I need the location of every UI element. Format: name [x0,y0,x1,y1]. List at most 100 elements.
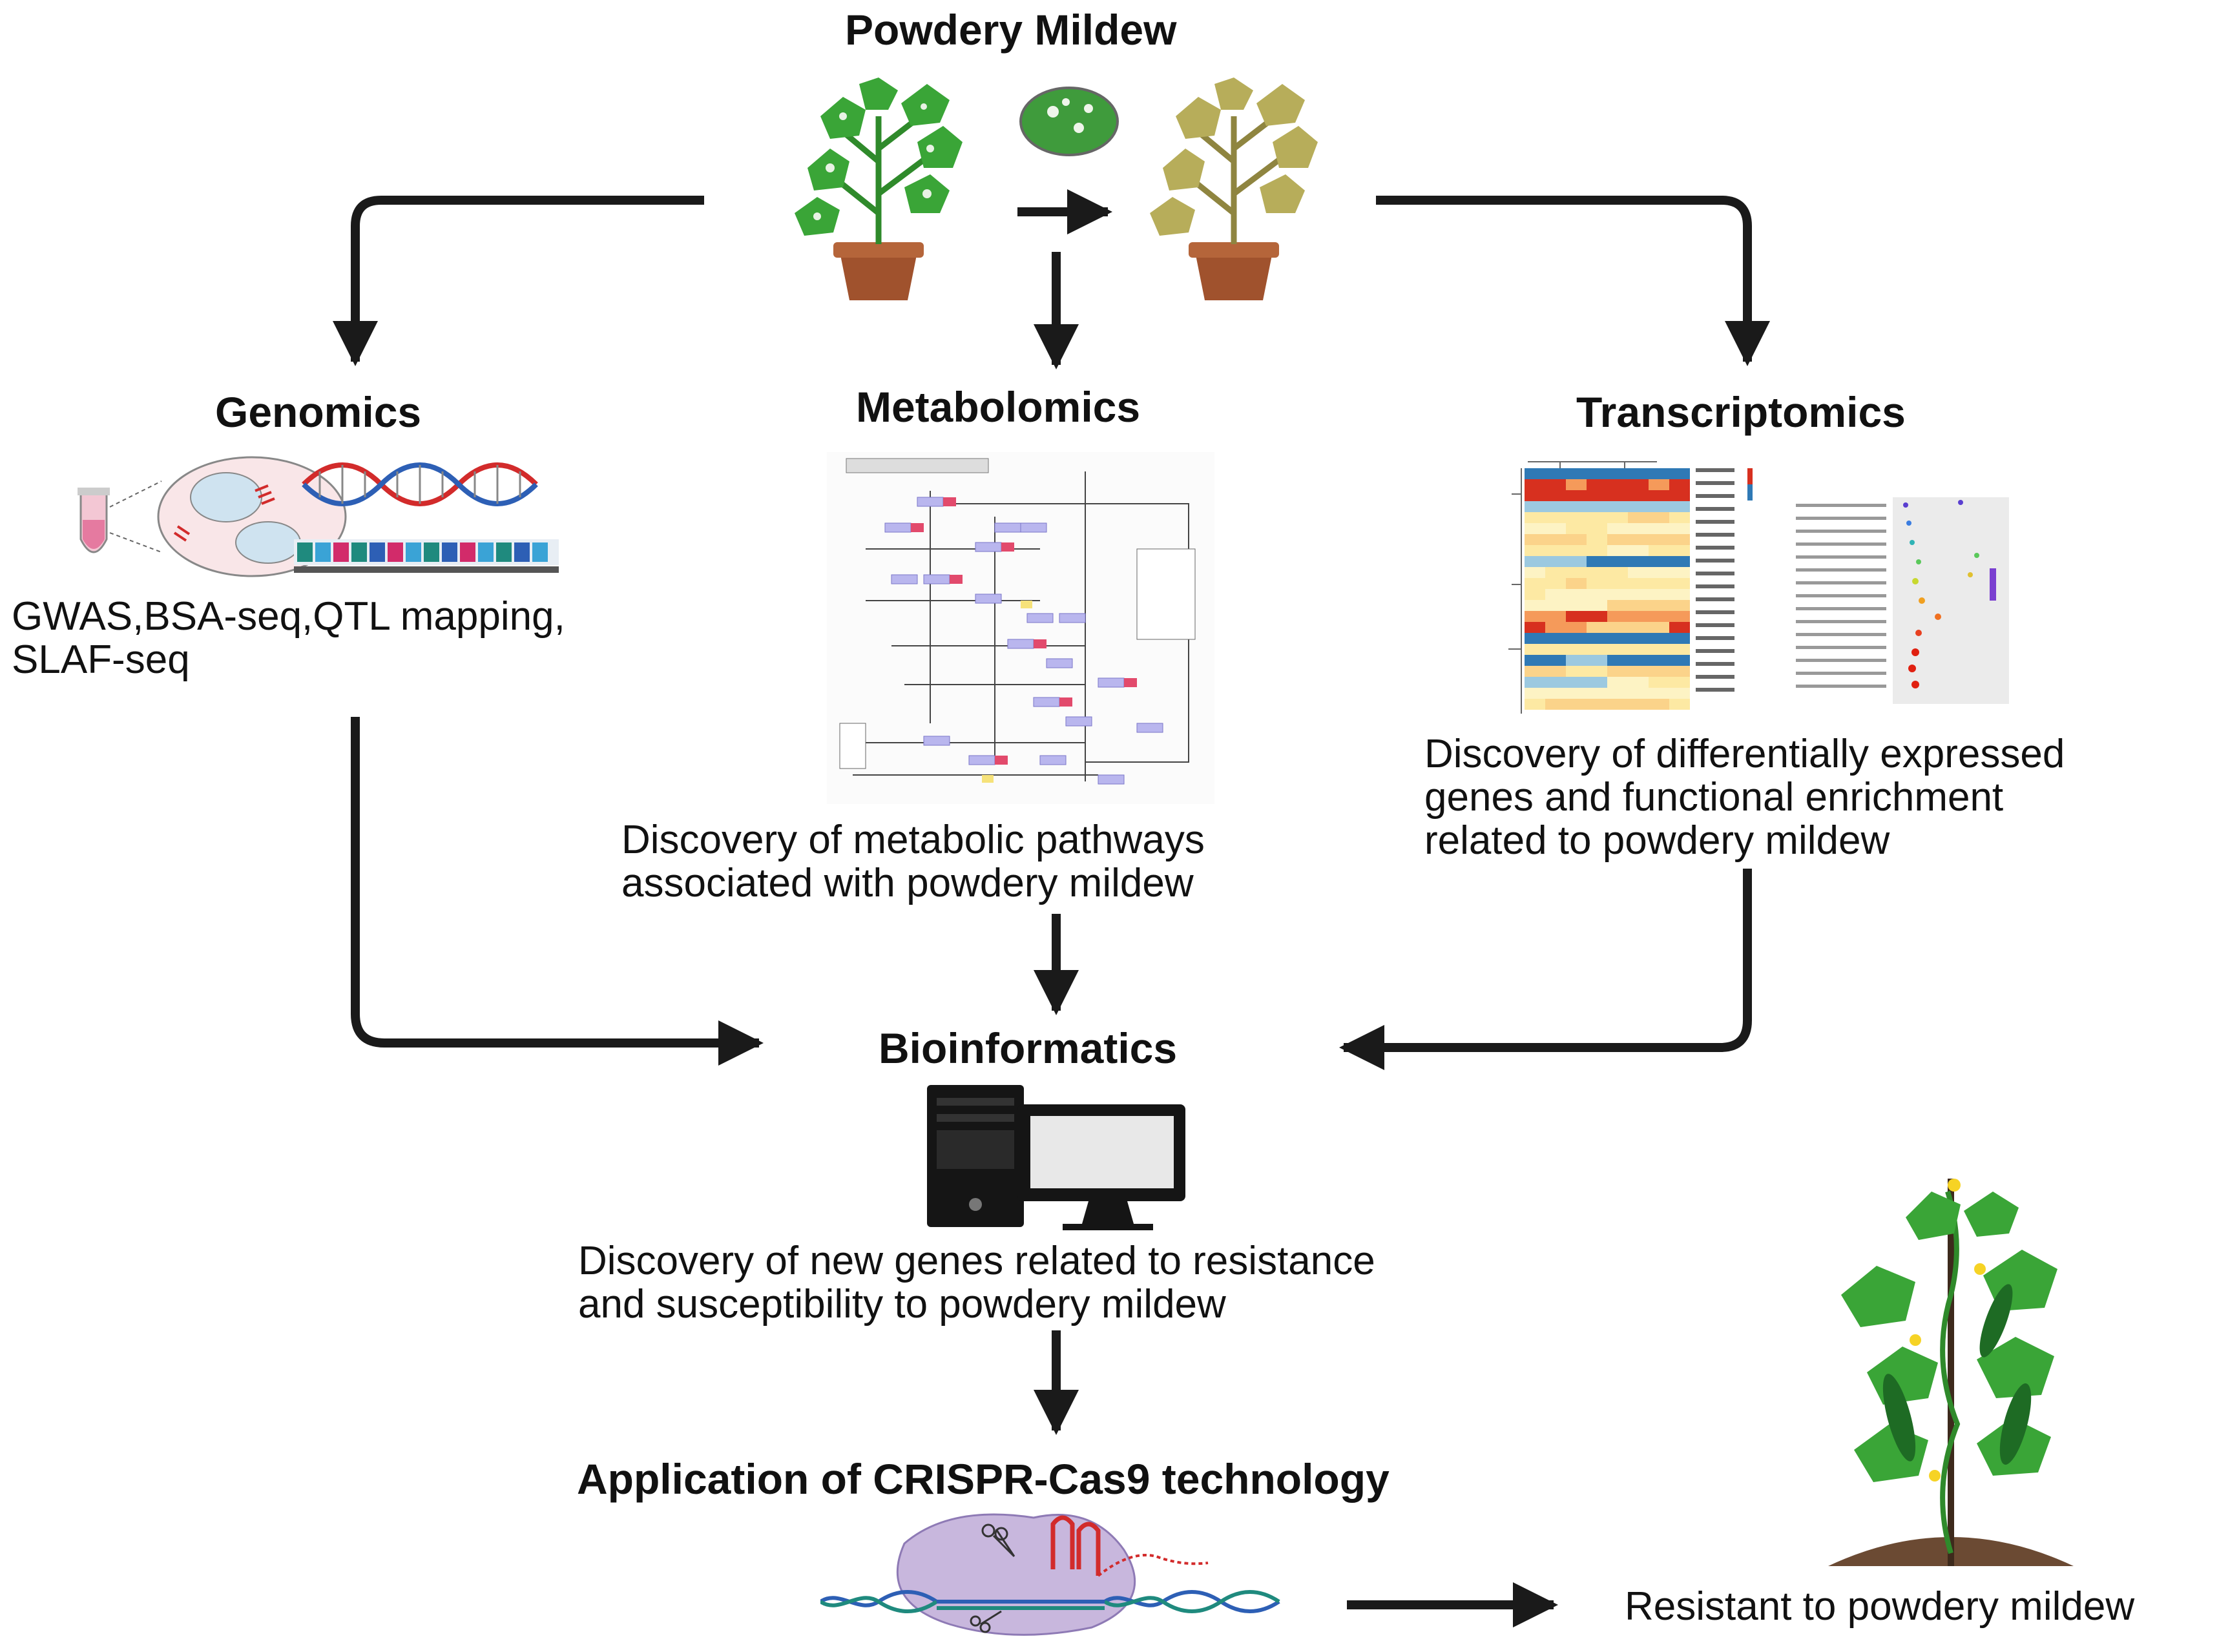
heatmap-cell [1628,589,1649,600]
heatmap-cell [1607,479,1628,490]
heatmap-cell [1628,578,1649,589]
heatmap-cell [1545,699,1566,710]
arrow-genomics-to-bioinformatics [351,717,764,1066]
heatmap-cell [1649,600,1669,611]
heatmap-cell [1587,655,1607,666]
heatmap-cell [1587,479,1607,490]
heatmap-cell [1545,556,1566,567]
computer-icon [927,1085,1185,1230]
heatmap-cell [1669,611,1690,622]
heatmap-cell [1545,479,1566,490]
heatmap-cell [1649,578,1669,589]
heatmap-cell [1607,556,1628,567]
heatmap-cell [1525,666,1545,677]
heatmap-cell [1545,523,1566,534]
caption-result: Resistant to powdery mildew [1625,1584,2135,1629]
heatmap-cell [1525,567,1545,578]
heatmap-cell [1669,523,1690,534]
heatmap-cell [1628,479,1649,490]
heatmap-cell [1649,644,1669,655]
heatmap-cell [1566,556,1587,567]
heatmap-cell [1607,611,1628,622]
heatmap-cell [1607,578,1628,589]
heatmap-cell [1649,611,1669,622]
heatmap-cell [1628,512,1649,523]
heading-transcriptomics: Transcriptomics [1576,388,1906,436]
heatmap-cell [1587,490,1607,501]
heatmap-cell [1525,523,1545,534]
heatmap-cell [1628,501,1649,512]
heatmap-cell [1545,468,1566,479]
heatmap-cell [1525,589,1545,600]
heatmap-cell [1525,699,1545,710]
heatmap-cell [1525,578,1545,589]
heatmap-cell [1545,567,1566,578]
heatmap-cell [1545,512,1566,523]
heatmap-cell [1607,567,1628,578]
heatmap-cell [1566,479,1587,490]
heatmap-cell [1587,699,1607,710]
heatmap-cell [1566,589,1587,600]
heatmap-cell [1649,479,1669,490]
heatmap-cell [1607,490,1628,501]
heatmap-cell [1587,534,1607,545]
heatmap-cell [1649,468,1669,479]
heatmap-cell [1628,644,1649,655]
heatmap-cell [1669,468,1690,479]
heatmap-cell [1669,666,1690,677]
heatmap-cell [1628,556,1649,567]
diagram-title: Powdery Mildew [845,6,1177,54]
heatmap-cell [1525,479,1545,490]
caption-genomics: GWAS,BSA-seq,QTL mapping, SLAF-seq [12,594,565,682]
heatmap-cell [1525,556,1545,567]
heatmap-cell [1587,589,1607,600]
heatmap-cell [1587,545,1607,556]
heatmap-cell [1587,622,1607,633]
heatmap-cell [1607,688,1628,699]
heatmap-cell [1649,523,1669,534]
heatmap-cell [1669,501,1690,512]
heatmap-cell [1545,589,1566,600]
heatmap-cell [1607,523,1628,534]
heatmap-cell [1566,666,1587,677]
heatmap-cell [1525,534,1545,545]
heatmap-cell [1607,545,1628,556]
arrow-to-genomics [333,196,704,366]
heatmap-cell [1649,534,1669,545]
heatmap-cell [1607,600,1628,611]
heatmap-cell [1669,534,1690,545]
heatmap-cell [1525,688,1545,699]
cas9-complex-icon [820,1513,1280,1636]
heatmap-cell [1566,523,1587,534]
caption-transcriptomics: Discovery of differentially expressed ge… [1424,732,2065,863]
heatmap-cell [1649,545,1669,556]
heatmap-cell [1649,589,1669,600]
heatmap-cell [1525,545,1545,556]
cucumber-plant-icon [1828,1179,2074,1566]
heatmap-cell [1628,567,1649,578]
heatmap-cell [1587,501,1607,512]
heatmap-cell [1607,644,1628,655]
heatmap-cell [1566,677,1587,688]
heatmap-cell [1566,699,1587,710]
heatmap-cell [1649,688,1669,699]
heatmap-cell [1566,633,1587,644]
heatmap-cell [1649,490,1669,501]
heatmap-cell [1566,545,1587,556]
heatmap-icon [1508,461,1753,714]
heatmap-cell [1566,611,1587,622]
heatmap-cell [1669,512,1690,523]
heatmap-cell [1607,666,1628,677]
heatmap-cell [1628,622,1649,633]
heatmap-cell [1525,468,1545,479]
heatmap-cell [1628,699,1649,710]
heatmap-cell [1566,567,1587,578]
heatmap-cell [1587,644,1607,655]
heatmap-cell [1628,677,1649,688]
heatmap-cell [1669,479,1690,490]
heatmap-cell [1649,501,1669,512]
caption-bioinformatics: Discovery of new genes related to resist… [578,1239,1375,1327]
heatmap-cell [1669,567,1690,578]
heatmap-cell [1628,545,1649,556]
